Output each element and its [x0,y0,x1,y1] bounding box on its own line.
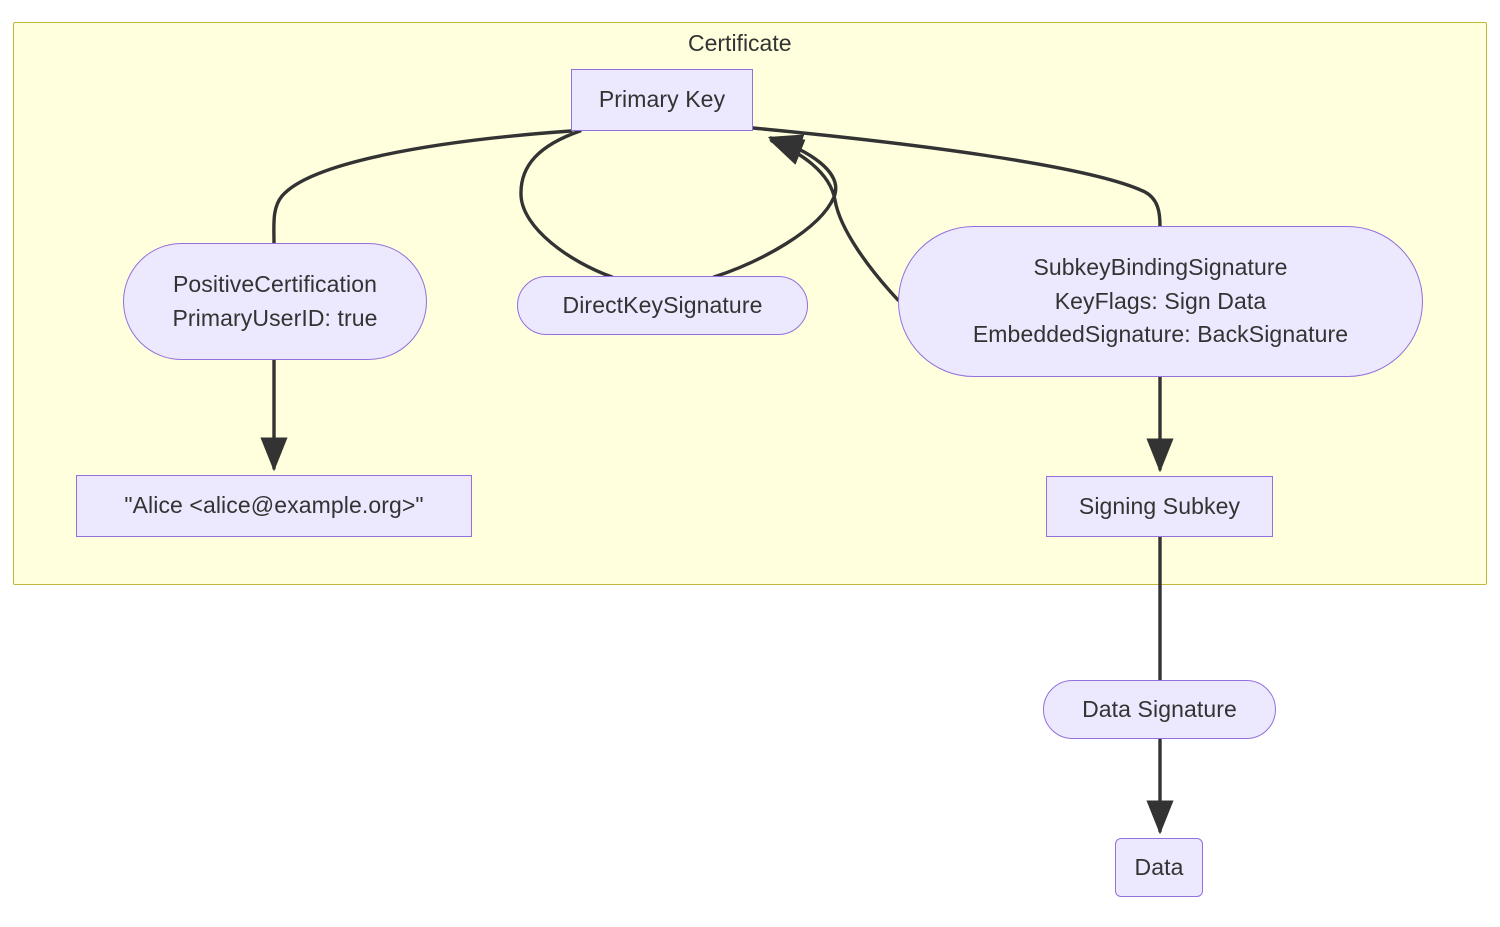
edge-subkey-binding-signature-to-primary-key [768,139,900,302]
node-positive-certification[interactable]: PositiveCertification PrimaryUserID: tru… [123,243,427,360]
node-primary-key[interactable]: Primary Key [571,69,753,131]
edge-primary-key-to-direct-key-signature [519,129,614,279]
edge-primary-key-to-positive-certification [272,129,573,245]
edge-direct-key-signature-to-primary-key [712,134,838,279]
subgraph-certificate-label: Certificate [688,30,792,56]
node-signing-subkey[interactable]: Signing Subkey [1046,476,1273,537]
node-direct-key-signature[interactable]: DirectKeySignature [517,276,808,335]
node-data-signature[interactable]: Data Signature [1043,680,1276,739]
node-data[interactable]: Data [1115,838,1203,897]
edge-primary-key-to-subkey-binding-signature [751,126,1162,228]
node-user-id[interactable]: "Alice <alice@example.org>" [76,475,472,537]
node-subkey-binding-signature[interactable]: SubkeyBindingSignature KeyFlags: Sign Da… [898,226,1423,377]
